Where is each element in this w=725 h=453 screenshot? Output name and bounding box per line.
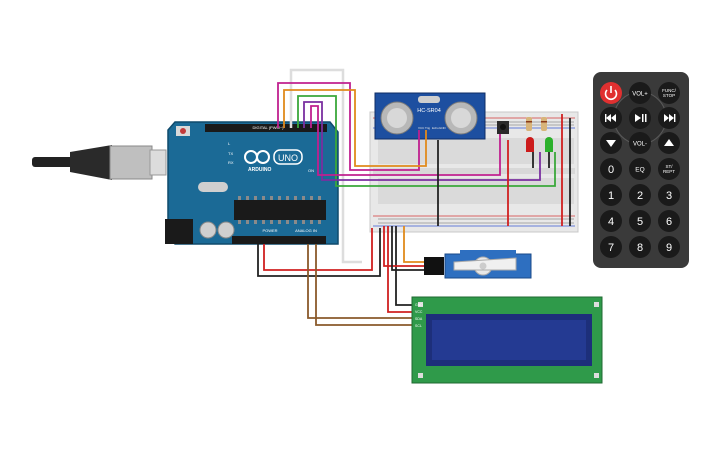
- fast-forward-icon: [664, 114, 676, 122]
- green-led: [545, 137, 553, 152]
- lcd-pin-sda: SDA: [415, 317, 423, 321]
- digital-header-label: DIGITAL (PWM~): [253, 125, 285, 130]
- svg-text:EQ: EQ: [635, 167, 644, 174]
- digital-header: [205, 124, 327, 132]
- stop-label: STOP: [663, 93, 675, 98]
- arduino-uno-board: DIGITAL (PWM~) POWER ANALOG IN TX RX L O…: [165, 121, 339, 245]
- red-led: [526, 137, 534, 152]
- on-led-label: ON: [308, 168, 314, 173]
- lcd-display: GND VCC SDA SCL: [411, 296, 603, 384]
- sensor-pin-gnd: GND: [439, 126, 447, 130]
- remote-fast-forward-button[interactable]: [658, 107, 680, 129]
- servo-motor: [424, 250, 532, 279]
- remote-five-button[interactable]: 5: [629, 210, 651, 232]
- rx-label: RX: [228, 160, 234, 165]
- power-header-label: POWER: [262, 228, 277, 233]
- svg-text:6: 6: [666, 216, 672, 228]
- svg-text:VOL-: VOL-: [633, 142, 647, 148]
- svg-text:2: 2: [637, 190, 643, 202]
- arduino-brand: ARDUINO: [248, 167, 271, 173]
- lcd-pin-vcc: VCC: [415, 310, 423, 314]
- usb-cable: [32, 145, 167, 180]
- st-label: ST/: [665, 164, 673, 169]
- ir-receiver: [497, 121, 509, 134]
- svg-text:3: 3: [666, 190, 672, 202]
- remote-down-button[interactable]: [600, 132, 622, 154]
- l-led-label: L: [228, 141, 231, 146]
- arrow-up-icon: [664, 139, 674, 146]
- remote-st-rept-button[interactable]: ST/ REPT: [658, 158, 680, 180]
- analog-header-label: ANALOG IN: [295, 228, 317, 233]
- power-analog-header: [232, 236, 326, 244]
- sensor-model: HC-SR04: [417, 108, 441, 114]
- remote-nine-button[interactable]: 9: [658, 236, 680, 258]
- svg-text:5: 5: [637, 216, 643, 228]
- power-icon: [604, 86, 618, 101]
- lcd-pin-scl: SCL: [415, 324, 422, 328]
- remote-vol-down-button[interactable]: VOL-: [629, 132, 651, 154]
- arduino-logo: ARDUINO UNO: [244, 149, 303, 173]
- svg-text:4: 4: [608, 216, 614, 228]
- remote-play-pause-button[interactable]: [629, 107, 651, 129]
- remote-power-button[interactable]: [600, 82, 622, 104]
- remote-three-button[interactable]: 3: [658, 184, 680, 206]
- remote-vol-up-button[interactable]: VOL+: [629, 82, 651, 104]
- rewind-icon: [605, 114, 616, 122]
- remote-two-button[interactable]: 2: [629, 184, 651, 206]
- remote-seven-button[interactable]: 7: [600, 236, 622, 258]
- svg-text:0: 0: [608, 164, 614, 176]
- lcd-pin-gnd: GND: [415, 303, 423, 307]
- remote-rewind-button[interactable]: [600, 107, 622, 129]
- svg-text:VOL+: VOL+: [632, 92, 648, 98]
- svg-text:9: 9: [666, 242, 672, 254]
- rept-label: REPT: [663, 169, 675, 174]
- remote-eight-button[interactable]: 8: [629, 236, 651, 258]
- remote-six-button[interactable]: 6: [658, 210, 680, 232]
- wires: [257, 68, 571, 326]
- play-pause-icon: [635, 114, 647, 122]
- remote-eq-button[interactable]: EQ: [629, 158, 651, 180]
- remote-one-button[interactable]: 1: [600, 184, 622, 206]
- power-jack: [165, 219, 193, 244]
- sensor-pin-trig: Trig: [425, 126, 430, 130]
- sensor-pin-echo: Echo: [432, 126, 439, 130]
- svg-text:7: 7: [608, 242, 614, 254]
- remote-zero-button[interactable]: 0: [600, 158, 622, 180]
- arduino-model: UNO: [278, 153, 298, 163]
- ultrasonic-sensor: HC-SR04 VCC Trig Echo GND: [374, 92, 486, 140]
- remote-func-stop-button[interactable]: FUNC/ STOP: [658, 82, 680, 104]
- remote-up-button[interactable]: [658, 132, 680, 154]
- arrow-down-icon: [606, 140, 616, 147]
- resistors: [526, 117, 547, 131]
- microcontroller-chip: [234, 200, 326, 220]
- ir-remote: VOL+ FUNC/ STOP: [593, 72, 689, 268]
- svg-text:8: 8: [637, 242, 643, 254]
- sensor-pin-vcc: VCC: [418, 126, 425, 130]
- remote-four-button[interactable]: 4: [600, 210, 622, 232]
- func-label: FUNC/: [662, 88, 676, 93]
- svg-text:1: 1: [608, 190, 614, 202]
- tx-label: TX: [228, 151, 233, 156]
